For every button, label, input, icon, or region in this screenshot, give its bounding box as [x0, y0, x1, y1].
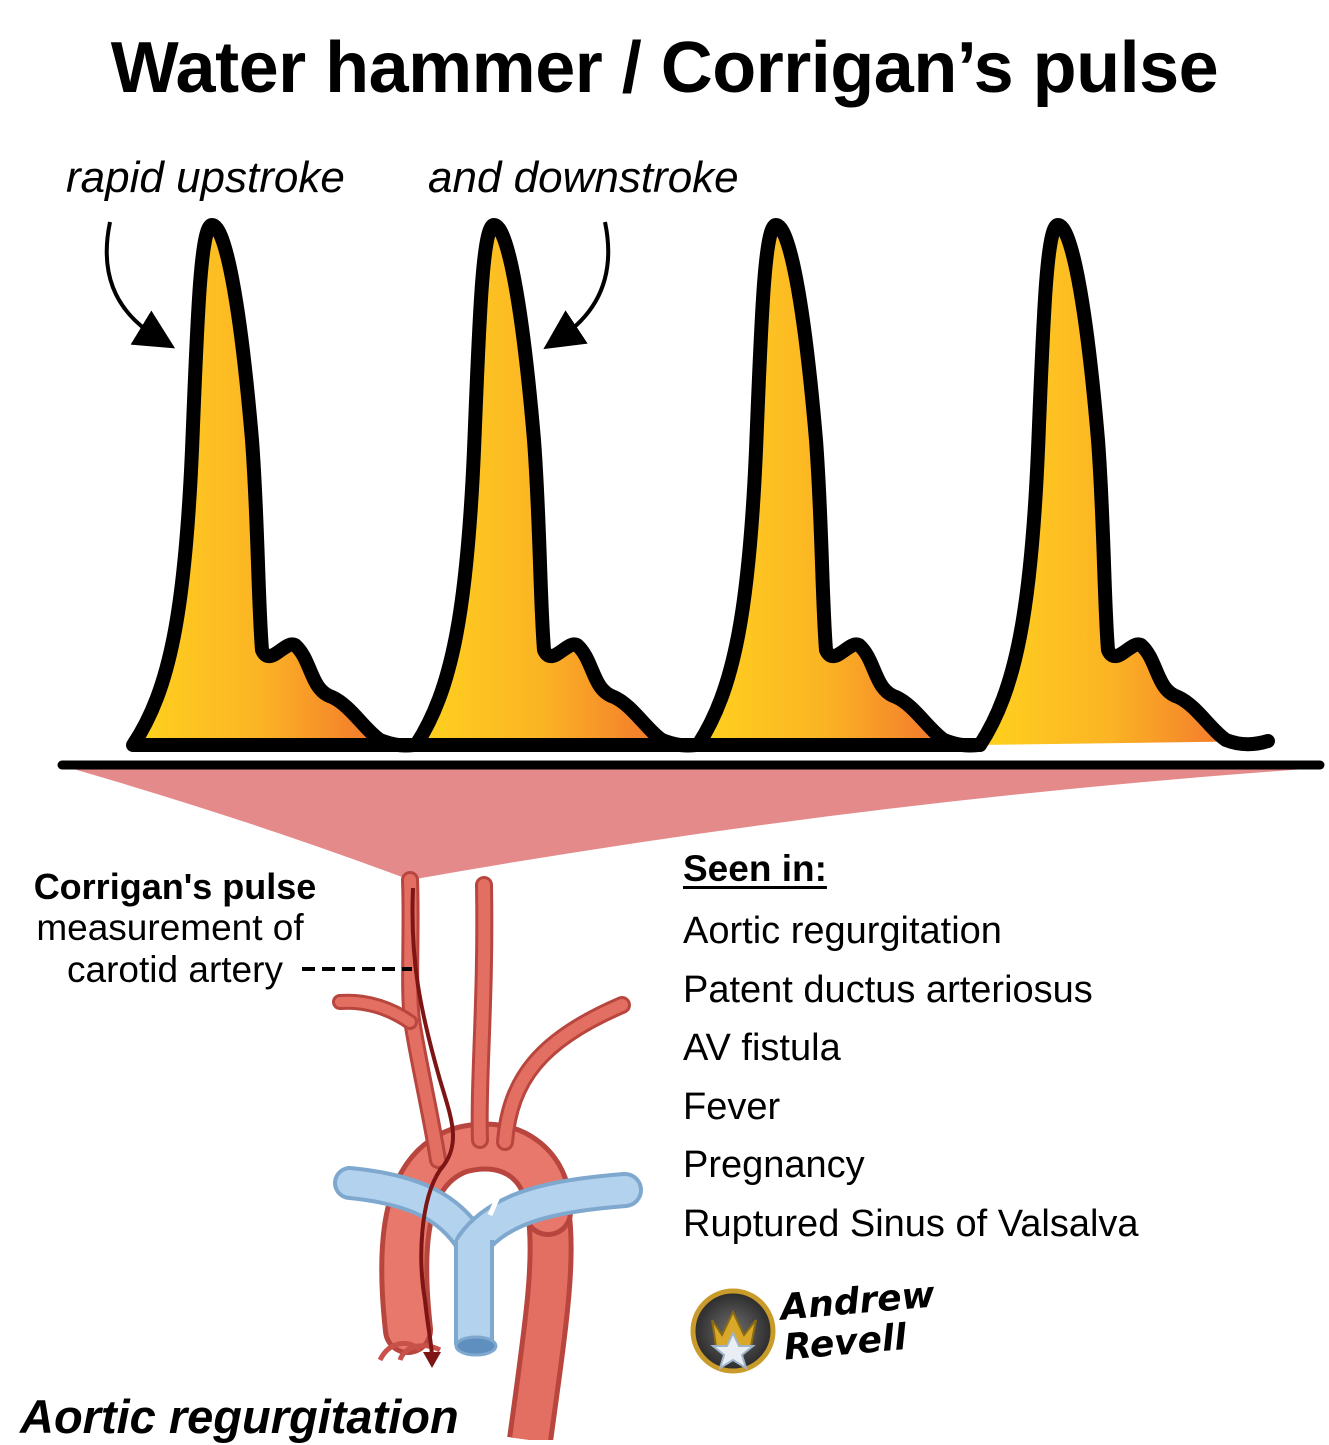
- list-item: Pregnancy: [683, 1144, 865, 1186]
- list-item: Aortic regurgitation: [683, 910, 1002, 952]
- zoom-wedge: [70, 768, 1320, 880]
- aortic-arch-illustration-icon: [332, 871, 643, 1440]
- list-item: AV fistula: [683, 1027, 841, 1069]
- upstroke-arrow: [104, 221, 176, 349]
- list-item: Patent ductus arteriosus: [683, 968, 1093, 1011]
- pulse-wave-4: [973, 218, 1275, 752]
- seen-in-heading: Seen in:: [683, 848, 827, 889]
- pulse-wave-1: [126, 218, 421, 753]
- list-item: Ruptured Sinus of Valsalva: [683, 1202, 1139, 1245]
- seen-in-list: Seen in: Aortic regurgitation Patent duc…: [683, 846, 1303, 1253]
- measurement-label-line2: measurement of: [36, 907, 304, 948]
- crown-star-logo-icon: [690, 1288, 776, 1374]
- list-item: Fever: [683, 1085, 781, 1128]
- page-title: Water hammer / Corrigan’s pulse: [110, 28, 1219, 108]
- measurement-label-title: Corrigan's pulse: [33, 866, 317, 907]
- downstroke-arrow: [543, 221, 611, 350]
- pulse-waveforms: [126, 218, 1275, 753]
- measurement-label-line3: carotid artery: [67, 949, 283, 990]
- bottom-title: Aortic regurgitation: [20, 1390, 459, 1443]
- author-signature: Andrew Revell: [779, 1274, 940, 1368]
- pulse-wave-2: [409, 218, 703, 753]
- pulse-wave-3: [691, 218, 985, 753]
- regurgitation-flow-arrow: [410, 887, 455, 1359]
- upstroke-annotation: rapid upstroke: [66, 153, 345, 202]
- downstroke-annotation: and downstroke: [428, 153, 739, 202]
